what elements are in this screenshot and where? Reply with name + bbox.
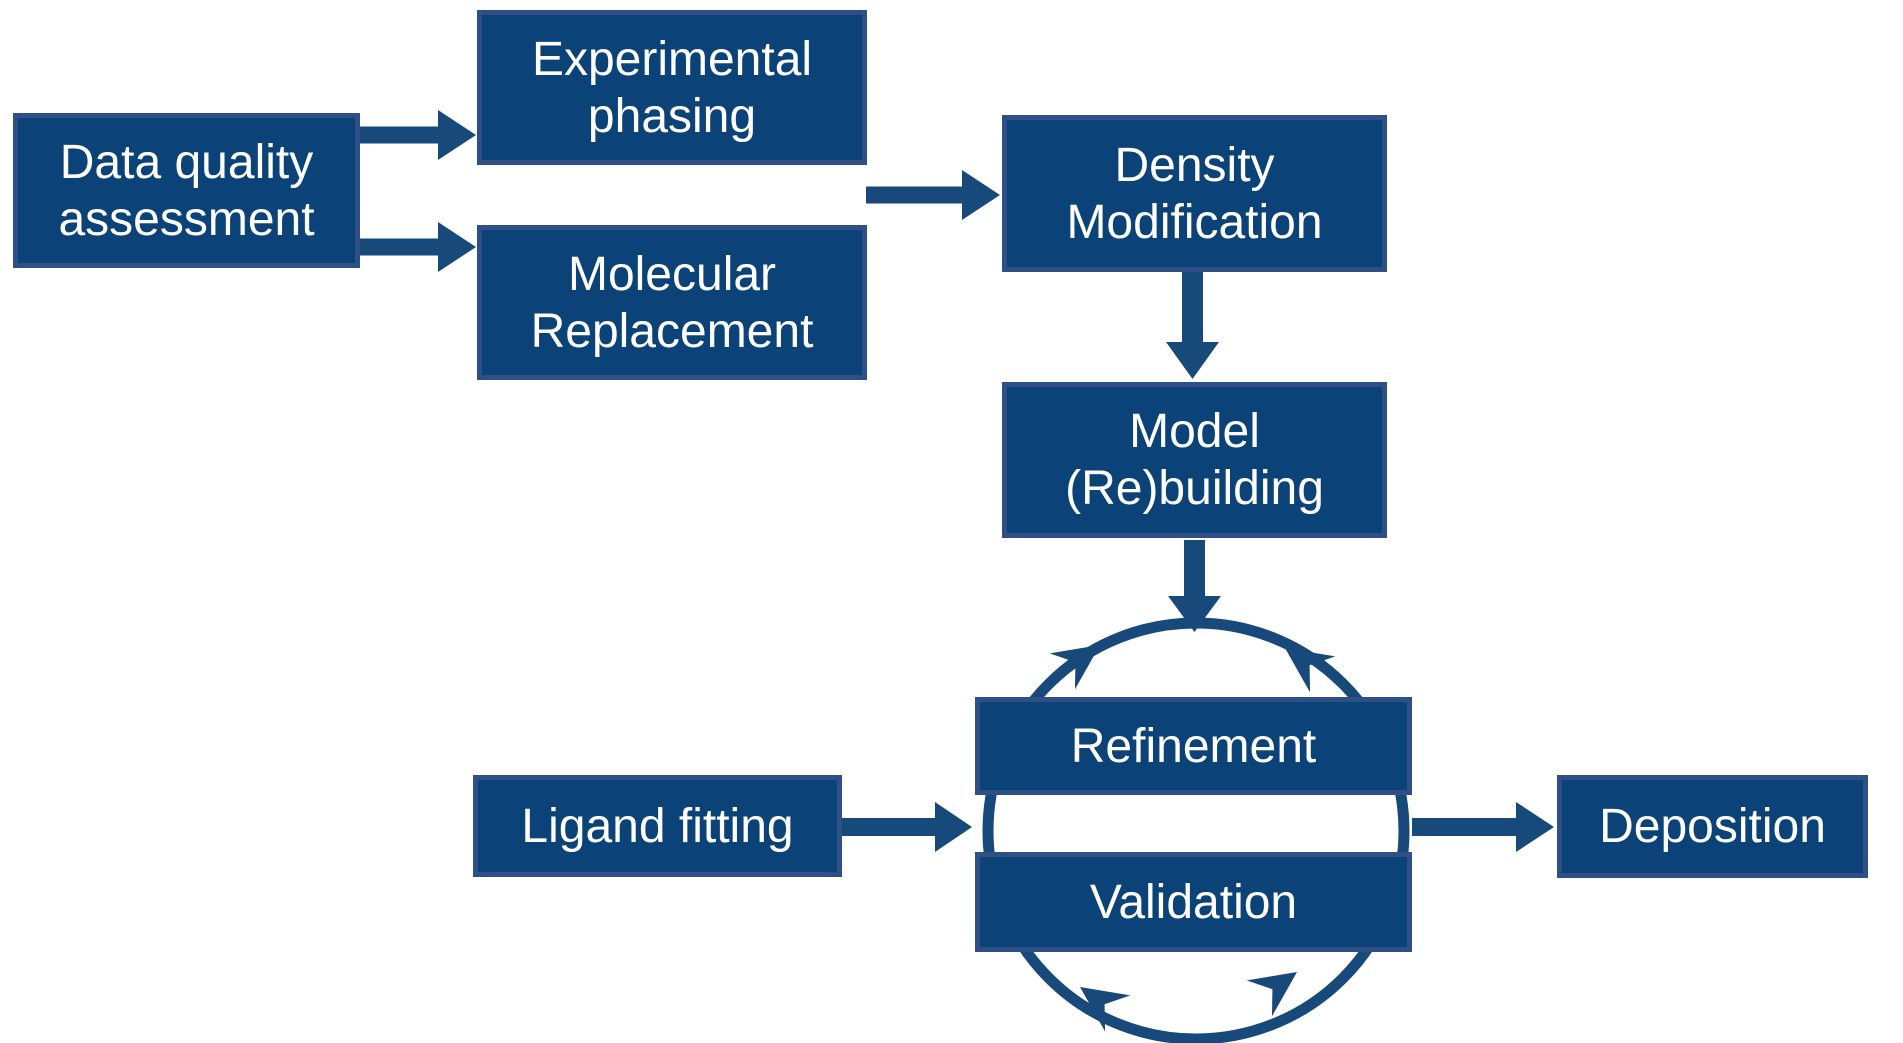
box-label-line: (Re)building [1065, 462, 1324, 515]
arrow-dataquality-to-molrep [360, 222, 476, 272]
box-label-line: phasing [587, 89, 757, 143]
cycle-arrowhead-top-right [1285, 648, 1336, 693]
box-model-rebuilding: Model (Re)building [1002, 382, 1387, 538]
cycle-arrowhead-bottom-left [1080, 987, 1131, 1032]
box-label-line: Experimental [531, 32, 813, 86]
box-label-line: Data quality [59, 135, 314, 189]
box-label-line: Modification [1066, 195, 1323, 249]
cycle-arrowhead-bottom-right [1246, 972, 1297, 1017]
box-refinement: Refinement [975, 697, 1412, 795]
box-label-line: Molecular [567, 247, 777, 301]
box-experimental-phasing: Experimental phasing [477, 10, 867, 165]
box-label-line: Model [1129, 405, 1260, 458]
box-label-line: Density [1114, 138, 1275, 192]
arrow-cycle-to-deposition [1412, 802, 1554, 852]
box-ligand-fitting: Ligand fitting [473, 775, 842, 877]
box-label-line: Deposition [1599, 800, 1826, 853]
arrow-phasing-to-density [866, 170, 1000, 220]
box-label-line: Ligand fitting [521, 799, 794, 853]
arrow-density-to-rebuilding [1166, 272, 1219, 379]
box-label-line: Refinement [1070, 719, 1317, 773]
arrow-rebuilding-to-cycle [1168, 540, 1221, 632]
box-molecular-replacement: Molecular Replacement [477, 225, 867, 380]
box-deposition: Deposition [1557, 775, 1868, 878]
refinement-validation-cycle-ring [982, 617, 1410, 1043]
box-label-line: Replacement [530, 304, 814, 358]
box-label-line: assessment [58, 192, 315, 246]
arrow-ligand-to-cycle [842, 802, 972, 852]
box-data-quality-assessment: Data quality assessment [13, 113, 360, 268]
box-validation: Validation [975, 852, 1412, 952]
box-density-modification: Density Modification [1002, 115, 1387, 272]
arrow-dataquality-to-phasing [360, 110, 476, 160]
cycle-arrowhead-top-left [1049, 645, 1100, 690]
box-label-line: Validation [1089, 875, 1298, 929]
